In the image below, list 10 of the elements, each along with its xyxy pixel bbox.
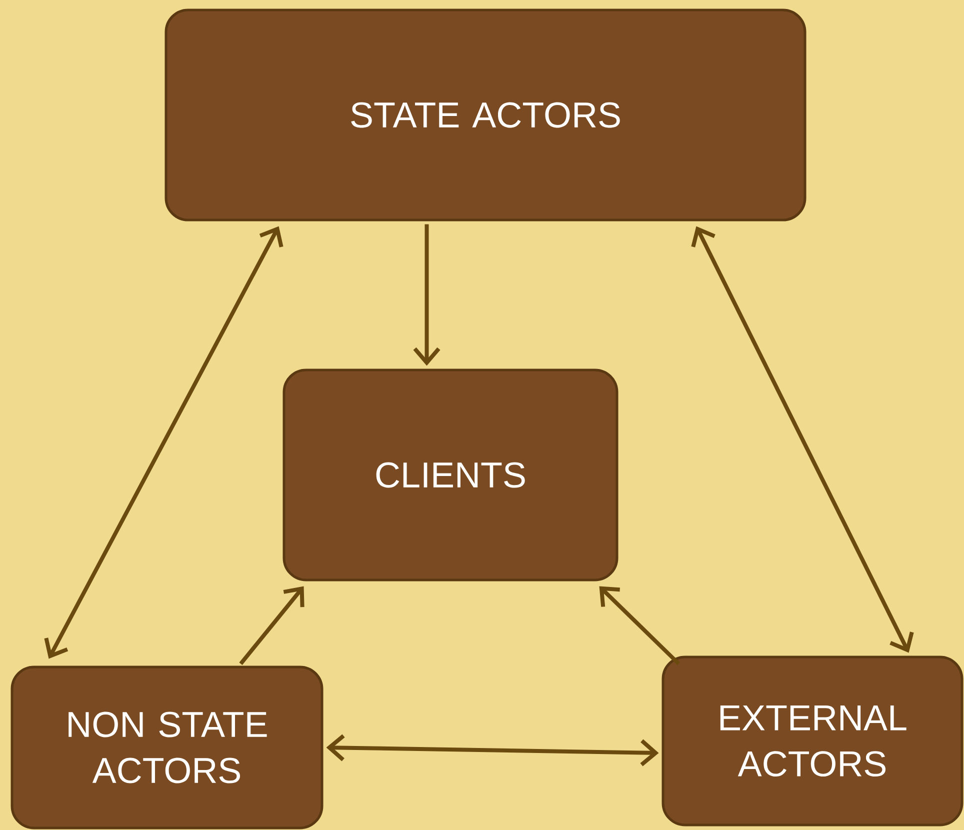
actor-box: EXTERNAL ACTORS <box>662 656 964 826</box>
actor-box: STATE ACTORS <box>164 8 806 222</box>
actor-box: CLIENTS <box>282 368 618 582</box>
arrow <box>413 224 440 366</box>
arrow <box>691 226 914 653</box>
arrow <box>599 586 680 666</box>
arrow <box>239 586 304 666</box>
actor-box: NON STATE ACTORS <box>10 666 324 830</box>
arrow <box>44 226 284 659</box>
arrow <box>326 734 659 766</box>
